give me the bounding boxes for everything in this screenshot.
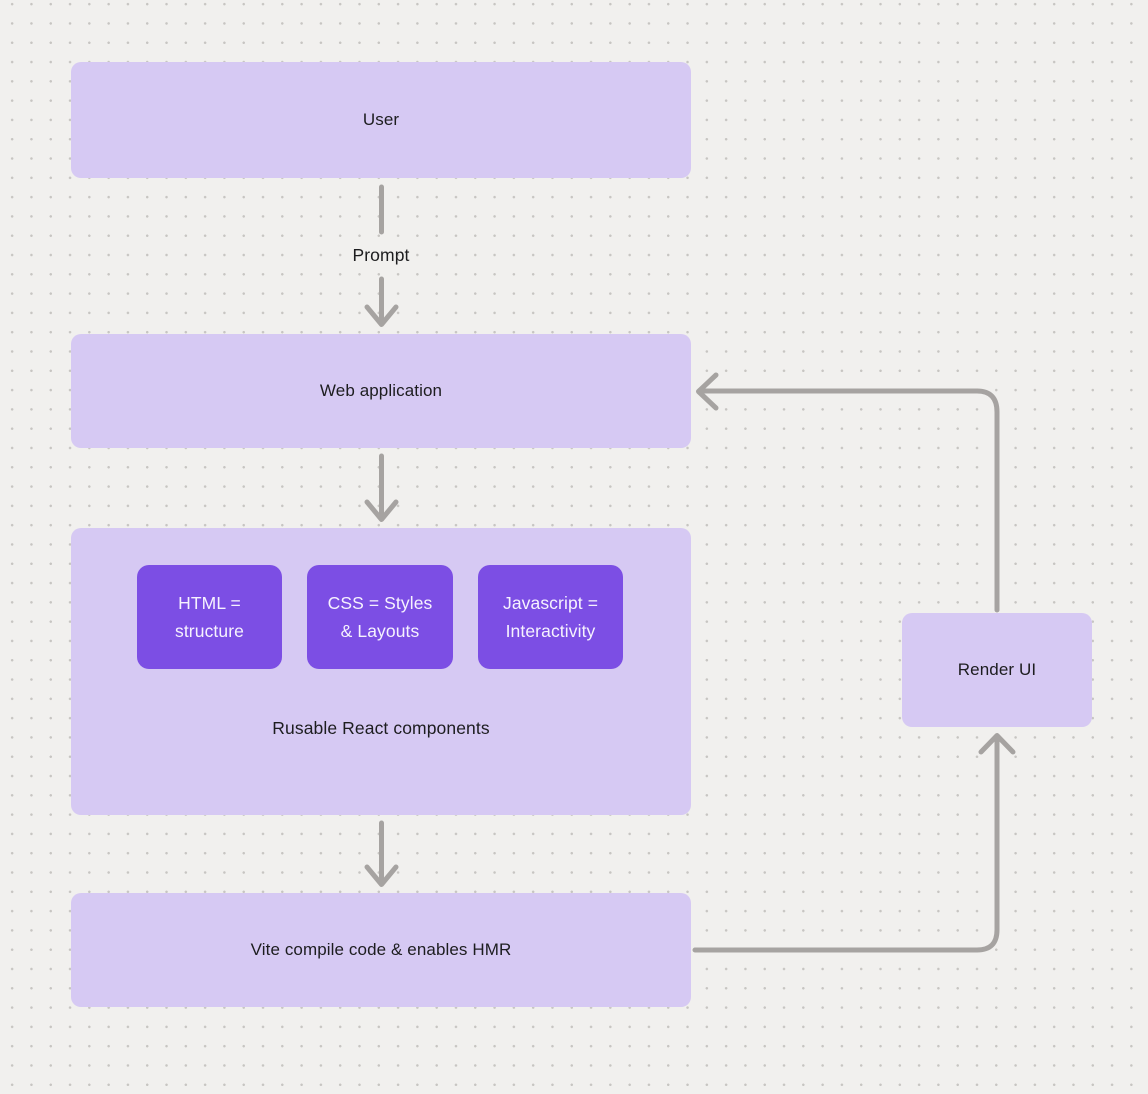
node-html[interactable]: HTML = structure — [137, 565, 282, 669]
node-render-ui-label: Render UI — [957, 660, 1037, 679]
node-user-label: User — [362, 110, 400, 129]
node-web-application[interactable]: Web application — [71, 334, 691, 448]
node-html-label: HTML = structure — [175, 593, 244, 641]
arrowhead-down-vite — [364, 864, 399, 887]
arrowhead-down-components — [364, 499, 399, 522]
edge-vite-render — [692, 734, 1000, 953]
node-user[interactable]: User — [71, 62, 691, 178]
arrowhead-left-webapp — [696, 372, 719, 411]
node-vite-label: Vite compile code & enables HMR — [250, 940, 512, 959]
node-css-label: CSS = Styles & Layouts — [327, 593, 433, 641]
node-components-group[interactable]: HTML = structure CSS = Styles & Layouts … — [71, 528, 691, 815]
node-render-ui[interactable]: Render UI — [902, 613, 1092, 727]
edge-label-prompt[interactable]: Prompt — [352, 245, 410, 265]
arrowhead-down-webapp — [364, 304, 399, 327]
node-css[interactable]: CSS = Styles & Layouts — [307, 565, 453, 669]
edge-render-webapp — [697, 388, 1000, 613]
node-javascript-label: Javascript = Interactivity — [502, 593, 599, 641]
arrowhead-up-render — [978, 733, 1016, 755]
components-group-caption: Rusable React components — [272, 718, 490, 738]
node-vite[interactable]: Vite compile code & enables HMR — [71, 893, 691, 1007]
node-javascript[interactable]: Javascript = Interactivity — [478, 565, 623, 669]
node-web-application-label: Web application — [319, 381, 443, 400]
